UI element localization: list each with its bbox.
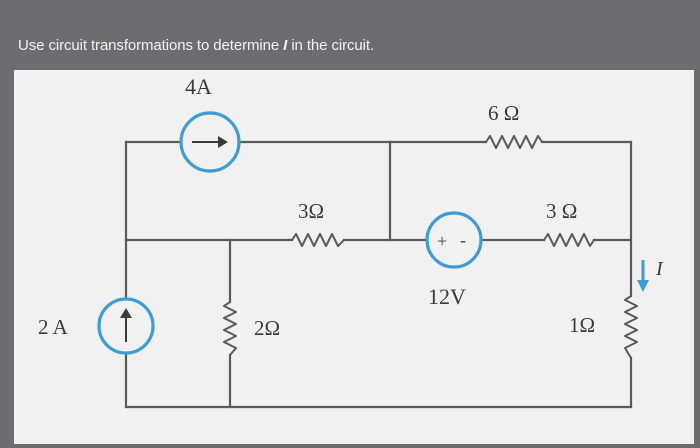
current-source-2a	[97, 297, 155, 355]
label-2ohm: 2Ω	[254, 316, 280, 340]
arrow-down-head-icon	[637, 280, 649, 292]
voltage-source-12v: + -	[425, 211, 483, 269]
prompt-text-before: Use circuit transformations to determine	[18, 37, 284, 54]
current-i-indicator: I	[637, 258, 664, 292]
circuit-wires	[124, 140, 633, 409]
arrow-up-head-icon	[120, 308, 132, 318]
current-i-label: I	[655, 258, 664, 280]
label-12v: 12V	[428, 284, 466, 309]
label-2a: 2 A	[38, 315, 69, 339]
resistor-1ohm	[624, 295, 638, 359]
label-3ohm-right: 3 Ω	[546, 199, 577, 223]
circuit-figure-panel: + - I 4A 2 A 6 Ω 3Ω 3 Ω 2Ω 12V 1Ω	[14, 70, 694, 444]
circuit-diagram: + - I 4A 2 A 6 Ω 3Ω 3 Ω 2Ω 12V 1Ω	[38, 74, 664, 409]
label-3ohm-middle: 3Ω	[298, 199, 324, 223]
problem-prompt: Use circuit transformations to determine…	[18, 37, 374, 54]
resistor-3ohm-middle	[291, 233, 345, 247]
label-6ohm: 6 Ω	[488, 101, 519, 125]
prompt-text-after: in the circuit.	[287, 37, 375, 54]
resistor-3ohm-right	[543, 233, 595, 247]
resistor-6ohm	[485, 135, 543, 149]
prompt-variable: I	[283, 37, 288, 54]
voltage-plus-sign: +	[437, 231, 447, 251]
resistor-2ohm	[223, 301, 237, 356]
voltage-minus-sign: -	[460, 230, 466, 250]
current-source-4a	[179, 111, 241, 173]
label-4a: 4A	[185, 74, 212, 99]
label-1ohm: 1Ω	[569, 313, 595, 337]
arrow-right-head-icon	[218, 136, 228, 148]
